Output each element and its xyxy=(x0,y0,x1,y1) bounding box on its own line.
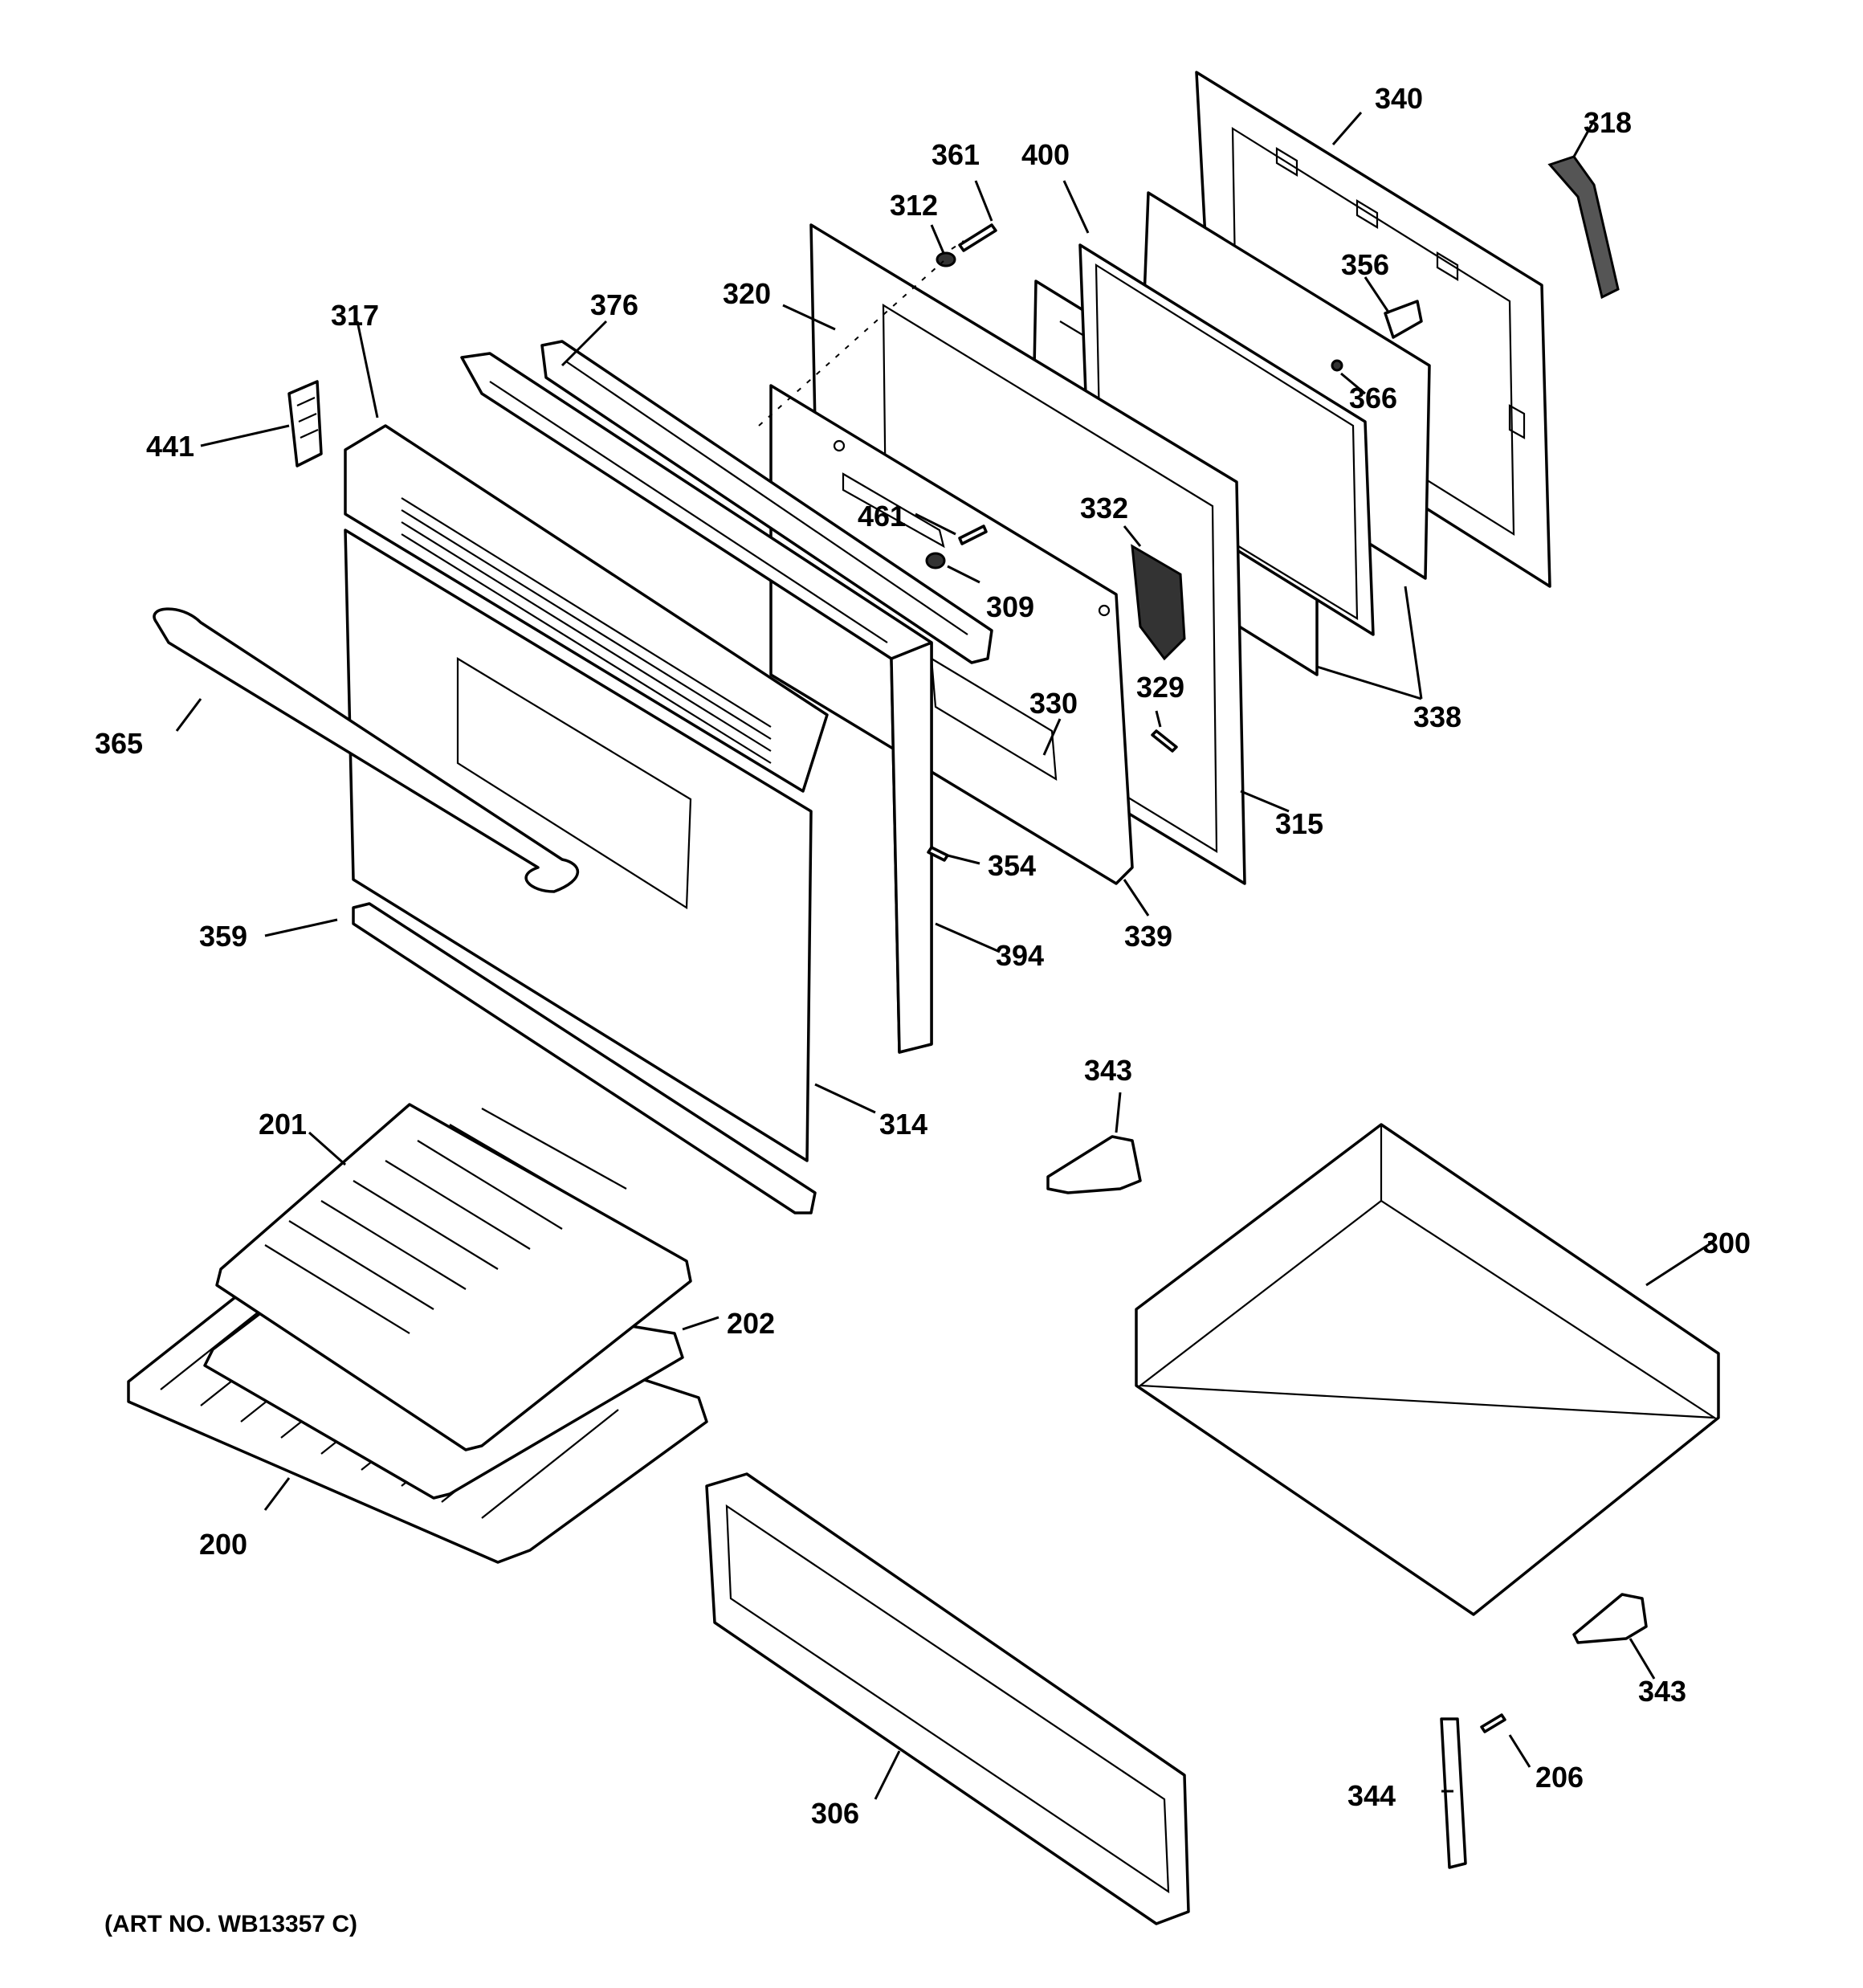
part-359-door-trim[interactable] xyxy=(352,902,817,1214)
label-339: 339 xyxy=(1124,920,1172,953)
label-320: 320 xyxy=(723,277,771,310)
part-361-screw[interactable] xyxy=(958,223,997,252)
label-318: 318 xyxy=(1584,106,1632,139)
label-340: 340 xyxy=(1375,82,1423,115)
label-365: 365 xyxy=(95,727,143,760)
part-306-drawer-front[interactable] xyxy=(705,1472,1190,1925)
part-400-door-liner[interactable] xyxy=(1078,243,1375,636)
label-356: 356 xyxy=(1341,248,1389,281)
label-317: 317 xyxy=(331,299,379,332)
label-306: 306 xyxy=(811,1797,859,1830)
part-201-broiler-grid[interactable] xyxy=(215,1103,692,1451)
label-400: 400 xyxy=(1021,138,1070,171)
label-315: 315 xyxy=(1275,807,1323,840)
part-314-outer-door[interactable] xyxy=(344,529,813,1162)
label-376: 376 xyxy=(590,288,638,321)
part-354-screw[interactable] xyxy=(927,846,949,862)
part-376-vent-channel[interactable] xyxy=(540,340,993,664)
label-366: 366 xyxy=(1349,382,1397,414)
label-344: 344 xyxy=(1347,1779,1396,1812)
part-356-hinge[interactable] xyxy=(1384,300,1423,339)
leader-lines xyxy=(175,112,1715,1800)
label-343-top: 343 xyxy=(1084,1054,1132,1087)
part-312-washer[interactable] xyxy=(936,251,956,267)
label-200: 200 xyxy=(199,1528,247,1561)
part-365-door-handle[interactable] xyxy=(153,607,580,893)
part-343-drawer-slide-left[interactable] xyxy=(1046,1135,1142,1194)
label-343-bottom: 343 xyxy=(1638,1675,1686,1708)
label-441: 441 xyxy=(146,430,194,463)
label-394: 394 xyxy=(996,939,1044,972)
part-300-storage-drawer[interactable] xyxy=(1135,1123,1720,1616)
part-309-washer[interactable] xyxy=(925,552,946,569)
art-number: (ART NO. WB13357 C) xyxy=(104,1911,357,1937)
label-330: 330 xyxy=(1029,687,1078,720)
label-314: 314 xyxy=(879,1108,927,1141)
label-202: 202 xyxy=(727,1307,775,1340)
part-206-screw[interactable] xyxy=(1480,1713,1506,1733)
label-206: 206 xyxy=(1535,1761,1584,1794)
label-201: 201 xyxy=(259,1108,307,1141)
part-366-screw[interactable] xyxy=(1331,359,1343,372)
label-309: 309 xyxy=(986,590,1034,623)
label-329: 329 xyxy=(1136,671,1184,704)
part-329-screw[interactable] xyxy=(1151,729,1178,753)
part-441-bracket[interactable] xyxy=(287,380,323,467)
part-394-door-frame[interactable] xyxy=(460,352,933,1054)
callout-labels: 340 318 361 400 312 356 320 376 317 366 … xyxy=(95,82,1751,1937)
label-461: 461 xyxy=(858,500,906,533)
label-354: 354 xyxy=(988,849,1036,882)
part-317-vent-panel[interactable] xyxy=(344,424,829,793)
part-318-door-seal[interactable] xyxy=(1547,155,1620,300)
part-461-screw[interactable] xyxy=(958,525,988,545)
label-332: 332 xyxy=(1080,492,1128,525)
label-338: 338 xyxy=(1413,700,1461,733)
label-300: 300 xyxy=(1702,1227,1751,1259)
label-312: 312 xyxy=(890,189,938,222)
label-359: 359 xyxy=(199,920,247,953)
part-344-drawer-bracket[interactable] xyxy=(1440,1717,1467,1869)
label-361: 361 xyxy=(932,138,980,171)
part-343-drawer-slide-right[interactable] xyxy=(1572,1593,1648,1644)
